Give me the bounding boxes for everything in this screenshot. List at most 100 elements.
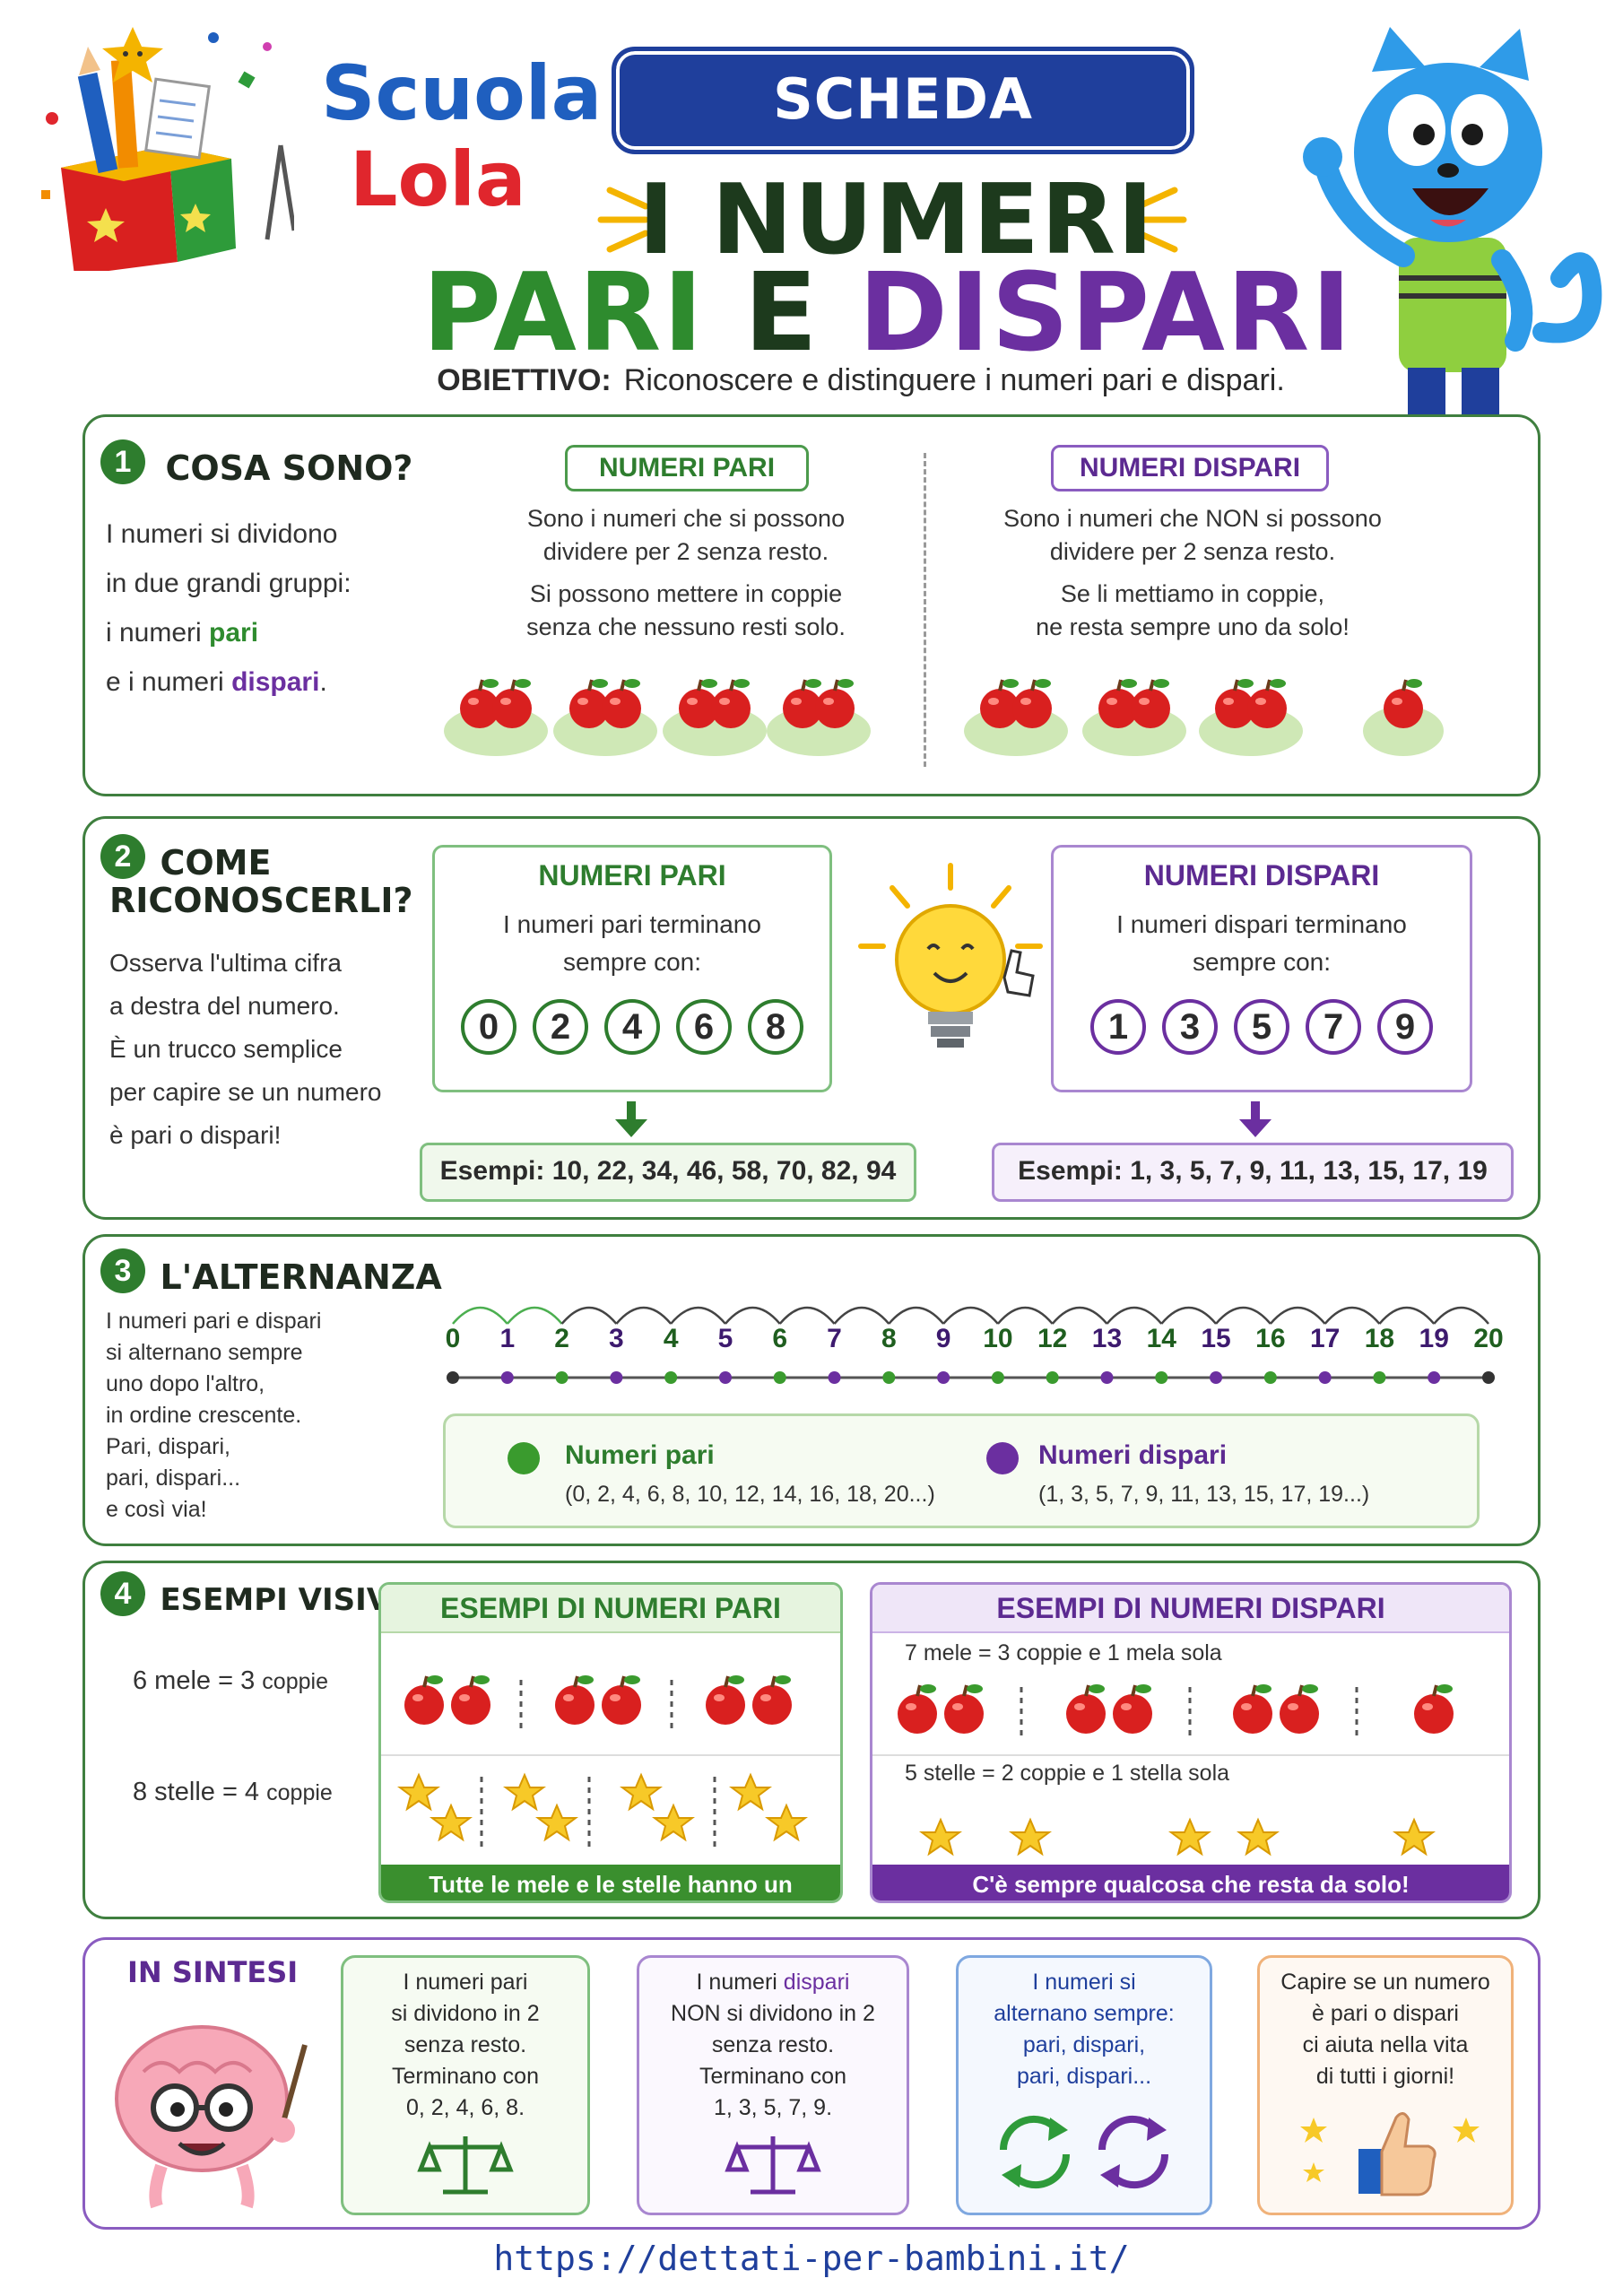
intro-line2: in due grandi gruppi:	[106, 569, 352, 598]
title-pari: PARI	[422, 251, 705, 376]
dispari-row1-caption: 7 mele = 3 coppie e 1 mela sola	[905, 1640, 1222, 1665]
number-line-hop-arc	[942, 1306, 999, 1325]
pari-panel-head: ESEMPI DI NUMERI PARI	[381, 1585, 840, 1633]
apple-pairs-dispari	[964, 668, 1466, 758]
intro-line1: I numeri si dividono	[106, 519, 338, 549]
row2-label: 8 stelle = 4 coppie	[133, 1778, 333, 1806]
number-line-hop-arc	[1378, 1306, 1436, 1325]
number-line-hop-arc	[1269, 1306, 1326, 1325]
number-line-hop-arc	[560, 1306, 618, 1325]
digit-6: 6	[676, 999, 732, 1055]
digit-0: 0	[461, 999, 516, 1055]
dispari-endings-title: NUMERI DISPARI	[1143, 859, 1380, 891]
number-line-dot	[1155, 1371, 1168, 1384]
cat-mascot	[1273, 18, 1605, 448]
legend-dispari-list: (1, 3, 5, 7, 9, 11, 13, 15, 17, 19...)	[1038, 1482, 1370, 1507]
number-line-hop-arc	[615, 1306, 673, 1325]
number-line-label: 0	[446, 1324, 461, 1353]
brain-mascot	[90, 1991, 314, 2215]
digit-4: 4	[604, 999, 660, 1055]
brand-scuola: Scuola	[321, 49, 603, 137]
digit-9: 9	[1377, 999, 1433, 1055]
number-line-dot	[1210, 1371, 1223, 1384]
number-line-label: 8	[881, 1324, 897, 1353]
number-line-dot	[1046, 1371, 1059, 1384]
divider-vertical	[924, 453, 926, 767]
number-line-dot	[773, 1371, 786, 1384]
number-line-label: 12	[1037, 1324, 1067, 1353]
number-line-label: 17	[1310, 1324, 1340, 1353]
number-line-label: 10	[983, 1324, 1012, 1353]
number-line-hop-arc	[778, 1306, 836, 1325]
number-line-hop-arc	[833, 1306, 890, 1325]
number-line-dot	[1373, 1371, 1386, 1384]
digit-5: 5	[1234, 999, 1289, 1055]
scheda-didattica-badge: SCHEDA DIDATTICA	[612, 47, 1194, 229]
sintesi-title: IN SINTESI	[127, 1955, 299, 1989]
digit-3: 3	[1162, 999, 1218, 1055]
dispari-panel-head: ESEMPI DI NUMERI DISPARI	[872, 1585, 1509, 1633]
section2-title-1: COME	[160, 842, 272, 883]
lightbulb-icon	[852, 861, 1049, 1076]
brand-lola: Lola	[350, 135, 526, 223]
pari-examples: Esempi: 10, 22, 34, 46, 58, 70, 82, 94	[420, 1143, 916, 1202]
title-rays-right	[1121, 179, 1193, 260]
balance-icon	[417, 2136, 514, 2195]
cycle-arrows-icon	[999, 2115, 1169, 2189]
number-line-dot	[991, 1371, 1004, 1384]
number-line-label: 20	[1473, 1324, 1503, 1353]
number-line-hop-arc	[670, 1306, 726, 1325]
footer-url[interactable]: https://dettati-per-bambini.it/	[493, 2239, 1130, 2278]
obiettivo-label: OBIETTIVO:	[437, 363, 612, 397]
digit-1: 1	[1090, 999, 1146, 1055]
dispari-visual-grid	[872, 1683, 1509, 1855]
dispari-examples: Esempi: 1, 3, 5, 7, 9, 11, 13, 15, 17, 1…	[992, 1143, 1514, 1202]
pari-endings-title: NUMERI PARI	[538, 859, 726, 891]
intro-line3: i numeri pari	[106, 618, 259, 648]
number-line-hop-arc	[996, 1306, 1054, 1325]
section4-number: 4	[100, 1571, 145, 1616]
number-line-hop-arc	[1106, 1306, 1163, 1325]
balance-icon	[725, 2136, 821, 2195]
apple-pairs-pari	[444, 668, 874, 758]
section3-number: 3	[100, 1248, 145, 1293]
alternanza-legend	[443, 1413, 1480, 1528]
number-line-label: 19	[1419, 1324, 1449, 1353]
intro-dispari-word: dispari	[231, 667, 320, 697]
legend-pari-dot	[508, 1442, 540, 1474]
number-line-dot	[447, 1371, 459, 1384]
number-line-dot	[555, 1371, 568, 1384]
digit-7: 7	[1306, 999, 1361, 1055]
number-line-hop-arc	[724, 1306, 781, 1325]
title-line2: PARI E DISPARI	[377, 251, 1399, 376]
number-line-dot	[1318, 1371, 1332, 1384]
number-line-hop-arc	[1051, 1306, 1108, 1325]
pari-examples-panel: ESEMPI DI NUMERI PARI Tutte le mele e le…	[378, 1582, 843, 1903]
label-numeri-dispari: NUMERI DISPARI	[1051, 445, 1329, 491]
legend-pari-label: Numeri pari	[565, 1440, 715, 1470]
digit-8: 8	[748, 999, 803, 1055]
logo-illustration	[25, 11, 297, 275]
intro-line4: e i numeri dispari.	[106, 667, 327, 697]
dispari-panel-foot: C'è sempre qualcosa che resta da solo!	[872, 1865, 1509, 1900]
section3-heading: 3 L'ALTERNANZA	[100, 1248, 442, 1297]
title-rays-left	[592, 179, 664, 260]
number-line-hop-arc	[452, 1306, 508, 1325]
number-line-dot	[1428, 1371, 1441, 1384]
number-line-hop-arc	[1324, 1306, 1381, 1325]
number-line-label: 9	[936, 1324, 951, 1353]
number-line-label: 13	[1092, 1324, 1122, 1353]
dispari-row2-caption: 5 stelle = 2 coppie e 1 stella sola	[905, 1761, 1230, 1786]
number-line-hop-arc	[506, 1306, 563, 1325]
number-line-label: 15	[1201, 1324, 1230, 1353]
number-line-label: 1	[499, 1324, 515, 1353]
